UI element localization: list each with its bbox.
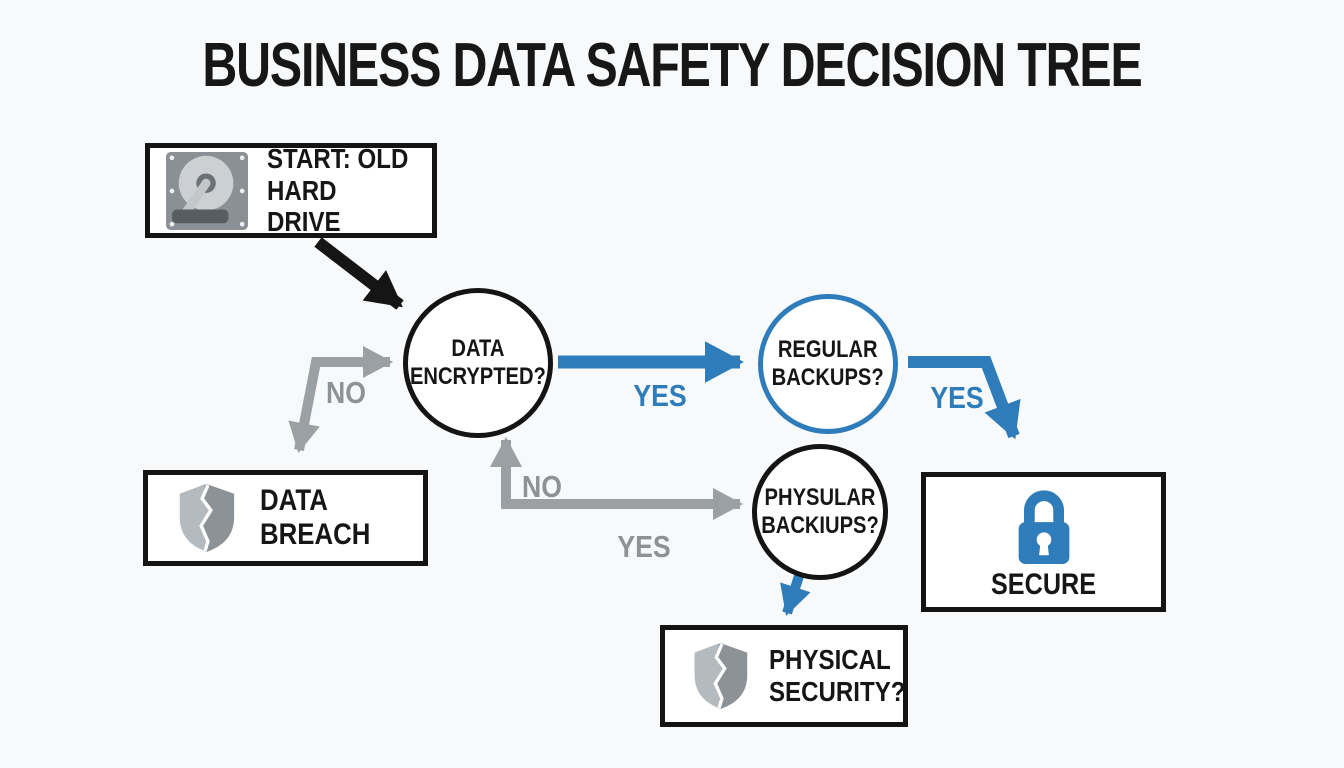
node-data-breach-label: DATA BREACH <box>260 483 371 551</box>
broken-shield-icon <box>179 484 235 552</box>
node-secure-label: SECURE <box>990 568 1097 602</box>
hard-drive-icon <box>166 151 248 230</box>
node-physical-security-line1: PHYSICAL <box>769 644 891 676</box>
node-regular-backups-label: REGULAR BACKUPS? <box>772 336 884 392</box>
arrow-start-to-encrypted <box>314 237 404 310</box>
node-physical-backups-line2: BACKIUPS? <box>761 512 879 539</box>
node-start-old-hard-drive: START: OLD HARD DRIVE <box>145 143 437 238</box>
arrow-encrypted-no-to-data-breach <box>288 345 393 453</box>
padlock-icon <box>1018 490 1069 565</box>
node-data-breach: DATA BREACH <box>143 470 428 566</box>
node-regular-backups: REGULAR BACKUPS? <box>758 294 898 434</box>
node-start-label-line1: START: OLD <box>267 142 409 174</box>
page-title: BUSINESS DATA SAFETY DECISION TREE <box>202 31 1142 100</box>
arrow-physical-backups-to-physical-security <box>780 574 811 616</box>
node-data-encrypted: DATA ENCRYPTED? <box>403 288 553 438</box>
node-physical-security: PHYSICAL SECURITY? <box>660 625 908 727</box>
node-start-label: START: OLD HARD DRIVE <box>267 143 409 239</box>
edge-label-yes-secure: YES <box>930 380 984 415</box>
edge-label-no-physical-branch: NO <box>522 469 562 504</box>
node-regular-backups-line1: REGULAR <box>778 336 878 364</box>
edge-label-yes-regular-backups: YES <box>633 378 687 413</box>
node-start-label-line2: HARD DRIVE <box>267 174 341 238</box>
node-physical-backups: PHYSULAR BACKIUPS? <box>752 444 888 580</box>
broken-shield-icon <box>694 643 748 709</box>
node-regular-backups-line2: BACKUPS? <box>771 364 885 391</box>
node-secure: SECURE <box>921 472 1166 612</box>
node-physical-security-label: PHYSICAL SECURITY? <box>769 644 905 708</box>
arrow-regular-yes-to-secure <box>908 356 1021 440</box>
node-physical-security-line2: SECURITY? <box>769 676 906 707</box>
node-physical-backups-label: PHYSULAR BACKIUPS? <box>761 484 879 540</box>
node-data-encrypted-line1: DATA <box>451 335 505 363</box>
node-physical-backups-line1: PHYSULAR <box>764 484 876 512</box>
edge-label-yes-physical-backups: YES <box>617 529 671 564</box>
node-data-encrypted-line2: ENCRYPTED? <box>410 363 546 390</box>
arrow-branch-to-physical-backups <box>489 437 743 520</box>
node-data-encrypted-label: DATA ENCRYPTED? <box>410 335 546 391</box>
edge-label-no-data-breach: NO <box>326 375 366 410</box>
